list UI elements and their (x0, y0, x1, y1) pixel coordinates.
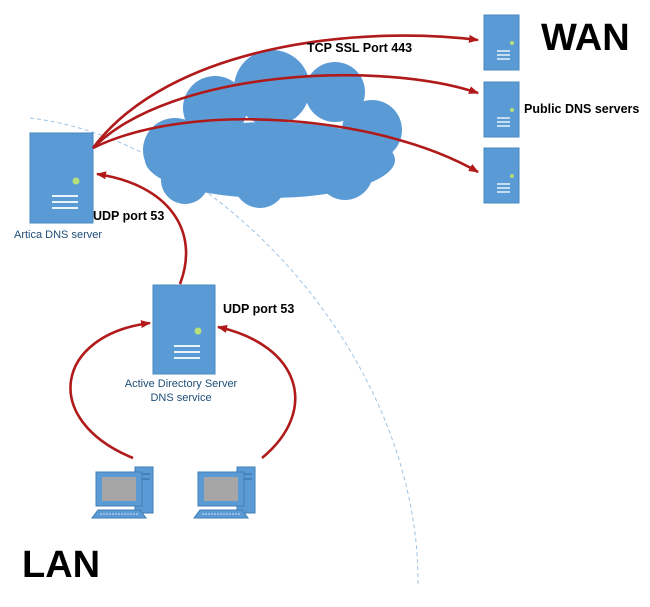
wan-server-1 (483, 14, 520, 71)
public-dns-label: Public DNS servers (524, 102, 639, 116)
artica-server-label: Artica DNS server (14, 229, 102, 241)
udp-ad-label: UDP port 53 (223, 302, 294, 316)
wan-lan-boundary (29, 117, 419, 586)
tcp-ssl-label: TCP SSL Port 443 (307, 41, 412, 55)
udp-artica-label: UDP port 53 (93, 209, 164, 223)
internet-cloud (143, 50, 402, 208)
wan-server-2 (483, 81, 520, 138)
workstation-icon (91, 466, 154, 519)
wan-server-3 (483, 147, 520, 204)
ad-server-label-2: DNS service (150, 392, 211, 404)
arrow-artica-to-wan-1 (91, 34, 479, 149)
arrow-ws1-to-ad (69, 320, 151, 460)
ad-server-label-1: Active Directory Server (125, 378, 238, 390)
wan-label: WAN (541, 17, 630, 59)
artica-dns-server-icon (29, 132, 94, 224)
workstation-icon (193, 466, 256, 519)
ad-server-icon (152, 284, 216, 375)
arrow-ws2-to-ad (217, 325, 297, 460)
arrow-ad-to-artica (96, 171, 188, 285)
arrow-artica-to-wan-2 (92, 73, 479, 149)
lan-label: LAN (22, 544, 100, 586)
arrow-artica-to-wan-3 (92, 118, 479, 174)
